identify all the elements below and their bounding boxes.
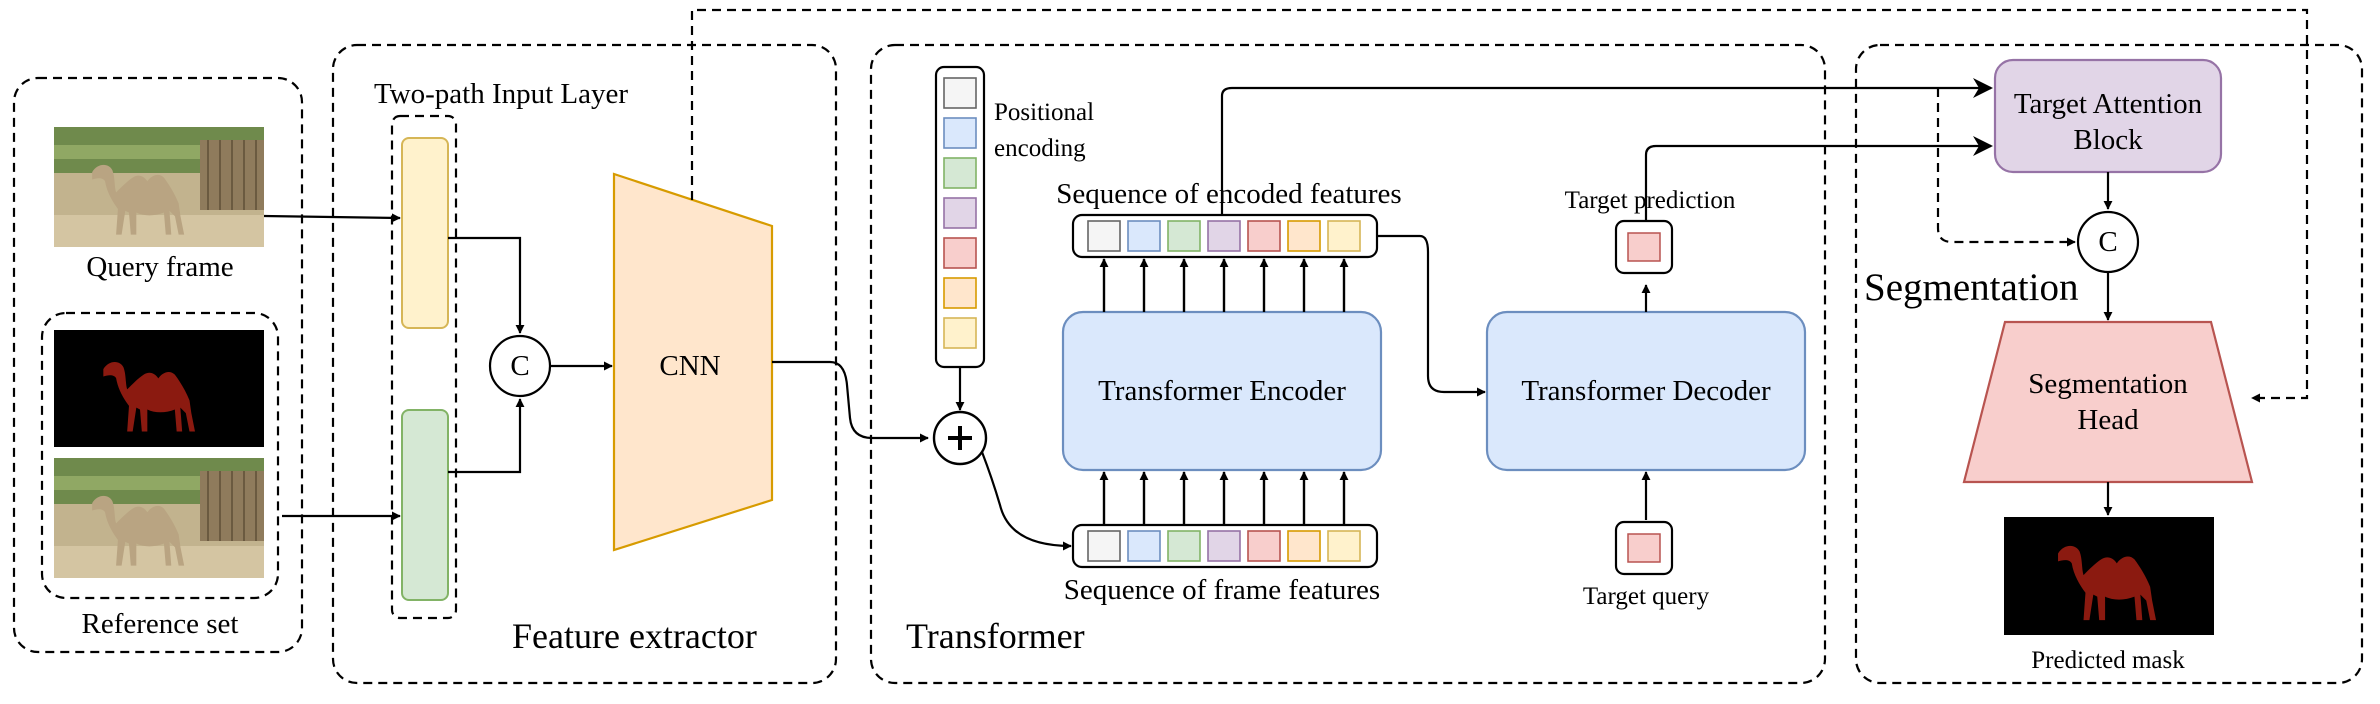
cnn-label: CNN bbox=[659, 350, 721, 382]
encoded-features-sequence bbox=[1071, 213, 1379, 259]
positional-token-5 bbox=[943, 277, 977, 309]
predicted-mask-label: Predicted mask bbox=[2031, 647, 2185, 674]
query-frame-image bbox=[54, 127, 264, 247]
target-query-token bbox=[1614, 520, 1674, 576]
two-path-layer-label: Two-path Input Layer bbox=[374, 78, 629, 110]
arrow-query-to-path bbox=[263, 213, 401, 223]
frame-token-2 bbox=[1167, 530, 1201, 562]
frame-input-arrows bbox=[1099, 471, 1349, 525]
segmentation-group-box bbox=[1854, 43, 2364, 685]
arrow-encoded-to-decoder bbox=[1377, 234, 1486, 397]
positional-token-1 bbox=[943, 117, 977, 149]
feature-extractor-title: Feature extractor bbox=[512, 616, 757, 656]
frame-token-1 bbox=[1127, 530, 1161, 562]
arrow-refpath-to-concat bbox=[448, 398, 525, 474]
target-prediction-token bbox=[1614, 219, 1674, 275]
input-group-box bbox=[12, 76, 304, 654]
positional-encoding-stack bbox=[934, 65, 986, 369]
segmentation-head-trapezoid bbox=[1962, 320, 2254, 484]
reference-mask-image bbox=[54, 330, 264, 447]
encoded-token-6 bbox=[1327, 220, 1361, 252]
positional-token-4 bbox=[943, 237, 977, 269]
positional-token-3 bbox=[943, 197, 977, 229]
transformer-encoder-block bbox=[1061, 310, 1383, 472]
reference-set-label: Reference set bbox=[81, 608, 239, 640]
query-frame-label: Query frame bbox=[86, 251, 234, 283]
concat-symbol-feature: C bbox=[510, 350, 530, 382]
arrow-add-to-frame-seq bbox=[980, 451, 1072, 551]
attention-label-1: Target Attention bbox=[2013, 88, 2203, 120]
frame-token-4 bbox=[1247, 530, 1281, 562]
transformer-group-box bbox=[869, 43, 1827, 685]
frame-features-sequence bbox=[1071, 523, 1379, 569]
positional-token-2 bbox=[943, 157, 977, 189]
reference-path-bar bbox=[401, 409, 449, 601]
target-query-label: Target query bbox=[1582, 583, 1710, 610]
encoded-token-5 bbox=[1287, 220, 1321, 252]
frame-features-label: Sequence of frame features bbox=[1063, 574, 1381, 606]
encoded-token-4 bbox=[1247, 220, 1281, 252]
arrow-encoded-to-attention bbox=[1220, 78, 1993, 215]
query-path-bar bbox=[401, 137, 449, 329]
dashed-skip-connection bbox=[690, 8, 2309, 403]
arrow-querypath-to-concat bbox=[448, 236, 525, 334]
encoded-token-2 bbox=[1167, 220, 1201, 252]
encoded-token-3 bbox=[1207, 220, 1241, 252]
positional-token-6 bbox=[943, 317, 977, 349]
encoded-features-label: Sequence of encoded features bbox=[1056, 178, 1402, 210]
segmentation-title: Segmentation bbox=[1864, 266, 2079, 309]
two-path-layer-group-box bbox=[390, 114, 458, 620]
reference-frame-image bbox=[54, 458, 264, 578]
arrow-prediction-to-attention bbox=[1644, 136, 1993, 221]
arrow-cnn-to-add bbox=[772, 360, 929, 443]
positional-token-0 bbox=[943, 77, 977, 109]
concat-symbol-segmentation: C bbox=[2098, 226, 2118, 258]
head-label-2: Head bbox=[2077, 404, 2139, 436]
reference-set-group-box bbox=[40, 311, 280, 600]
frame-token-0 bbox=[1087, 530, 1121, 562]
transformer-title: Transformer bbox=[906, 616, 1085, 656]
frame-token-6 bbox=[1327, 530, 1361, 562]
transformer-decoder-label: Transformer Decoder bbox=[1521, 375, 1771, 407]
encoder-output-arrows bbox=[1099, 258, 1349, 312]
dashed-branch-to-concat bbox=[1936, 88, 2076, 247]
positional-encoding-label-1: Positional bbox=[994, 99, 1095, 126]
frame-token-3 bbox=[1207, 530, 1241, 562]
predicted-mask-image bbox=[2004, 517, 2214, 635]
cnn-trapezoid bbox=[612, 172, 774, 552]
encoded-token-0 bbox=[1087, 220, 1121, 252]
head-label-1: Segmentation bbox=[2028, 368, 2188, 400]
transformer-encoder-label: Transformer Encoder bbox=[1098, 375, 1346, 407]
target-prediction-label: Target prediction bbox=[1564, 187, 1736, 214]
frame-token-5 bbox=[1287, 530, 1321, 562]
encoded-token-1 bbox=[1127, 220, 1161, 252]
attention-label-2: Block bbox=[2073, 124, 2143, 156]
positional-encoding-label-2: encoding bbox=[994, 135, 1086, 162]
